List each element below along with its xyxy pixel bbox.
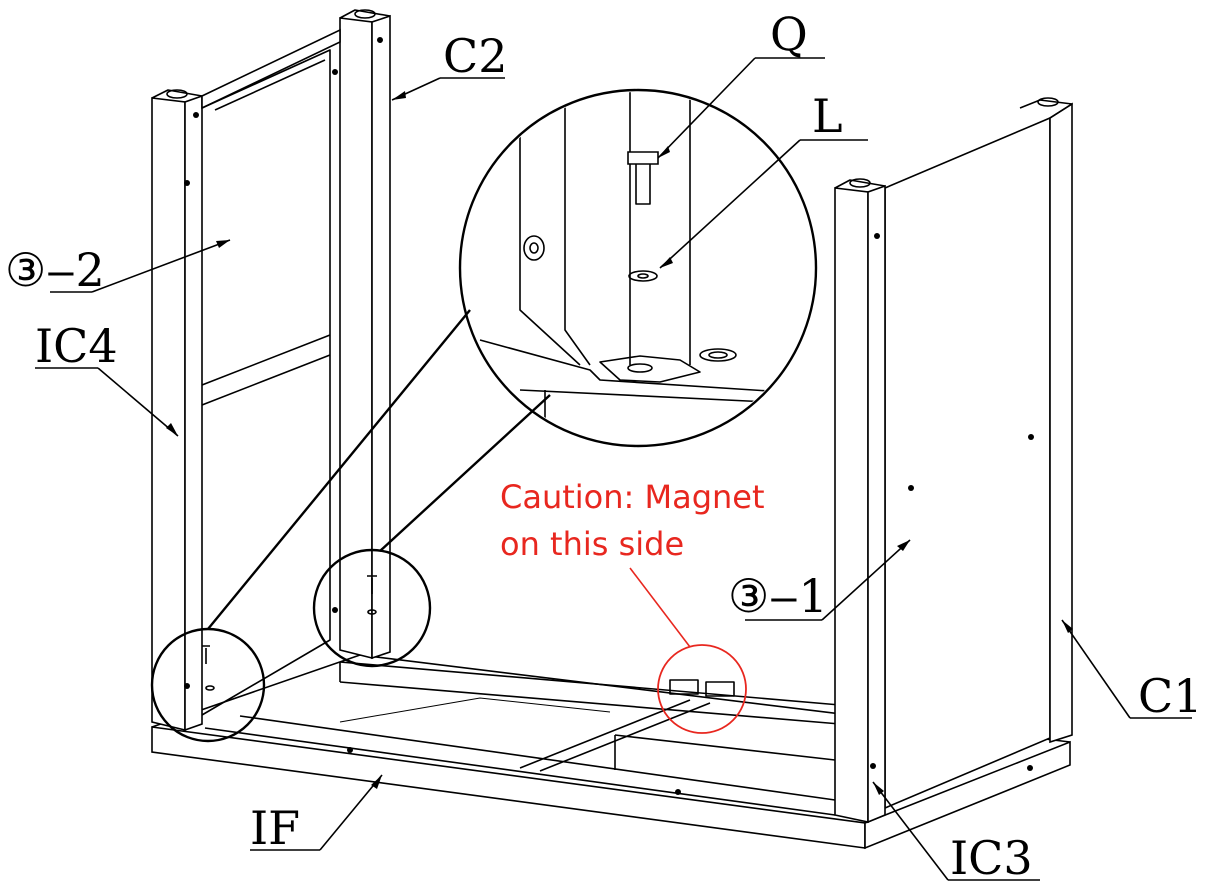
magnified-detail — [458, 88, 818, 448]
caution-text-line2: on this side — [500, 525, 684, 563]
caution-text-line1: Caution: Magnet — [500, 478, 765, 516]
label-c2: C2 — [443, 29, 507, 83]
left-side-frame — [151, 9, 391, 732]
label-part-3-1: ③‒1 — [728, 569, 828, 623]
label-ic4: IC4 — [35, 319, 118, 373]
label-ic3: IC3 — [950, 831, 1033, 885]
label-if: IF — [250, 801, 300, 855]
leader-lines — [35, 57, 1192, 881]
label-c1: C1 — [1138, 669, 1202, 723]
magnet-caution-marker — [629, 567, 747, 734]
right-side-frame — [834, 97, 1073, 824]
label-q: Q — [770, 7, 808, 61]
label-part-3-2: ③‒2 — [5, 243, 105, 297]
detail-callouts — [150, 309, 551, 743]
label-l: L — [812, 89, 843, 143]
